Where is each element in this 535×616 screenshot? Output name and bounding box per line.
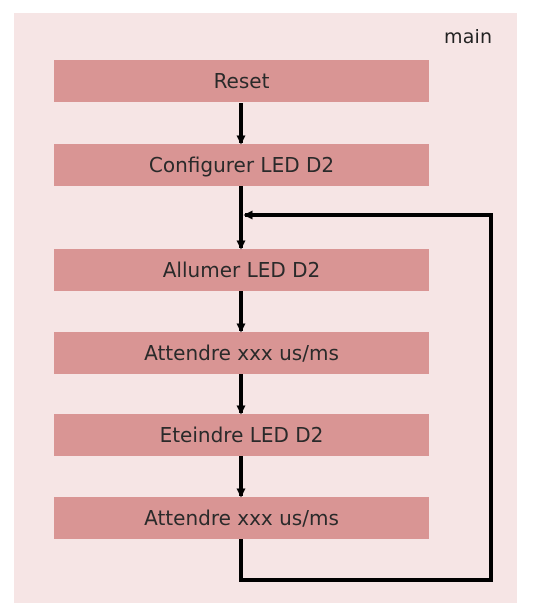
step-turn-off-led: Eteindre LED D2 <box>54 414 429 456</box>
step-turn-on-led: Allumer LED D2 <box>54 249 429 291</box>
step-reset: Reset <box>54 60 429 102</box>
step-configure-led: Configurer LED D2 <box>54 144 429 186</box>
step-wait-2: Attendre xxx us/ms <box>54 497 429 539</box>
frame-label: main <box>444 26 493 48</box>
step-wait-1: Attendre xxx us/ms <box>54 332 429 374</box>
